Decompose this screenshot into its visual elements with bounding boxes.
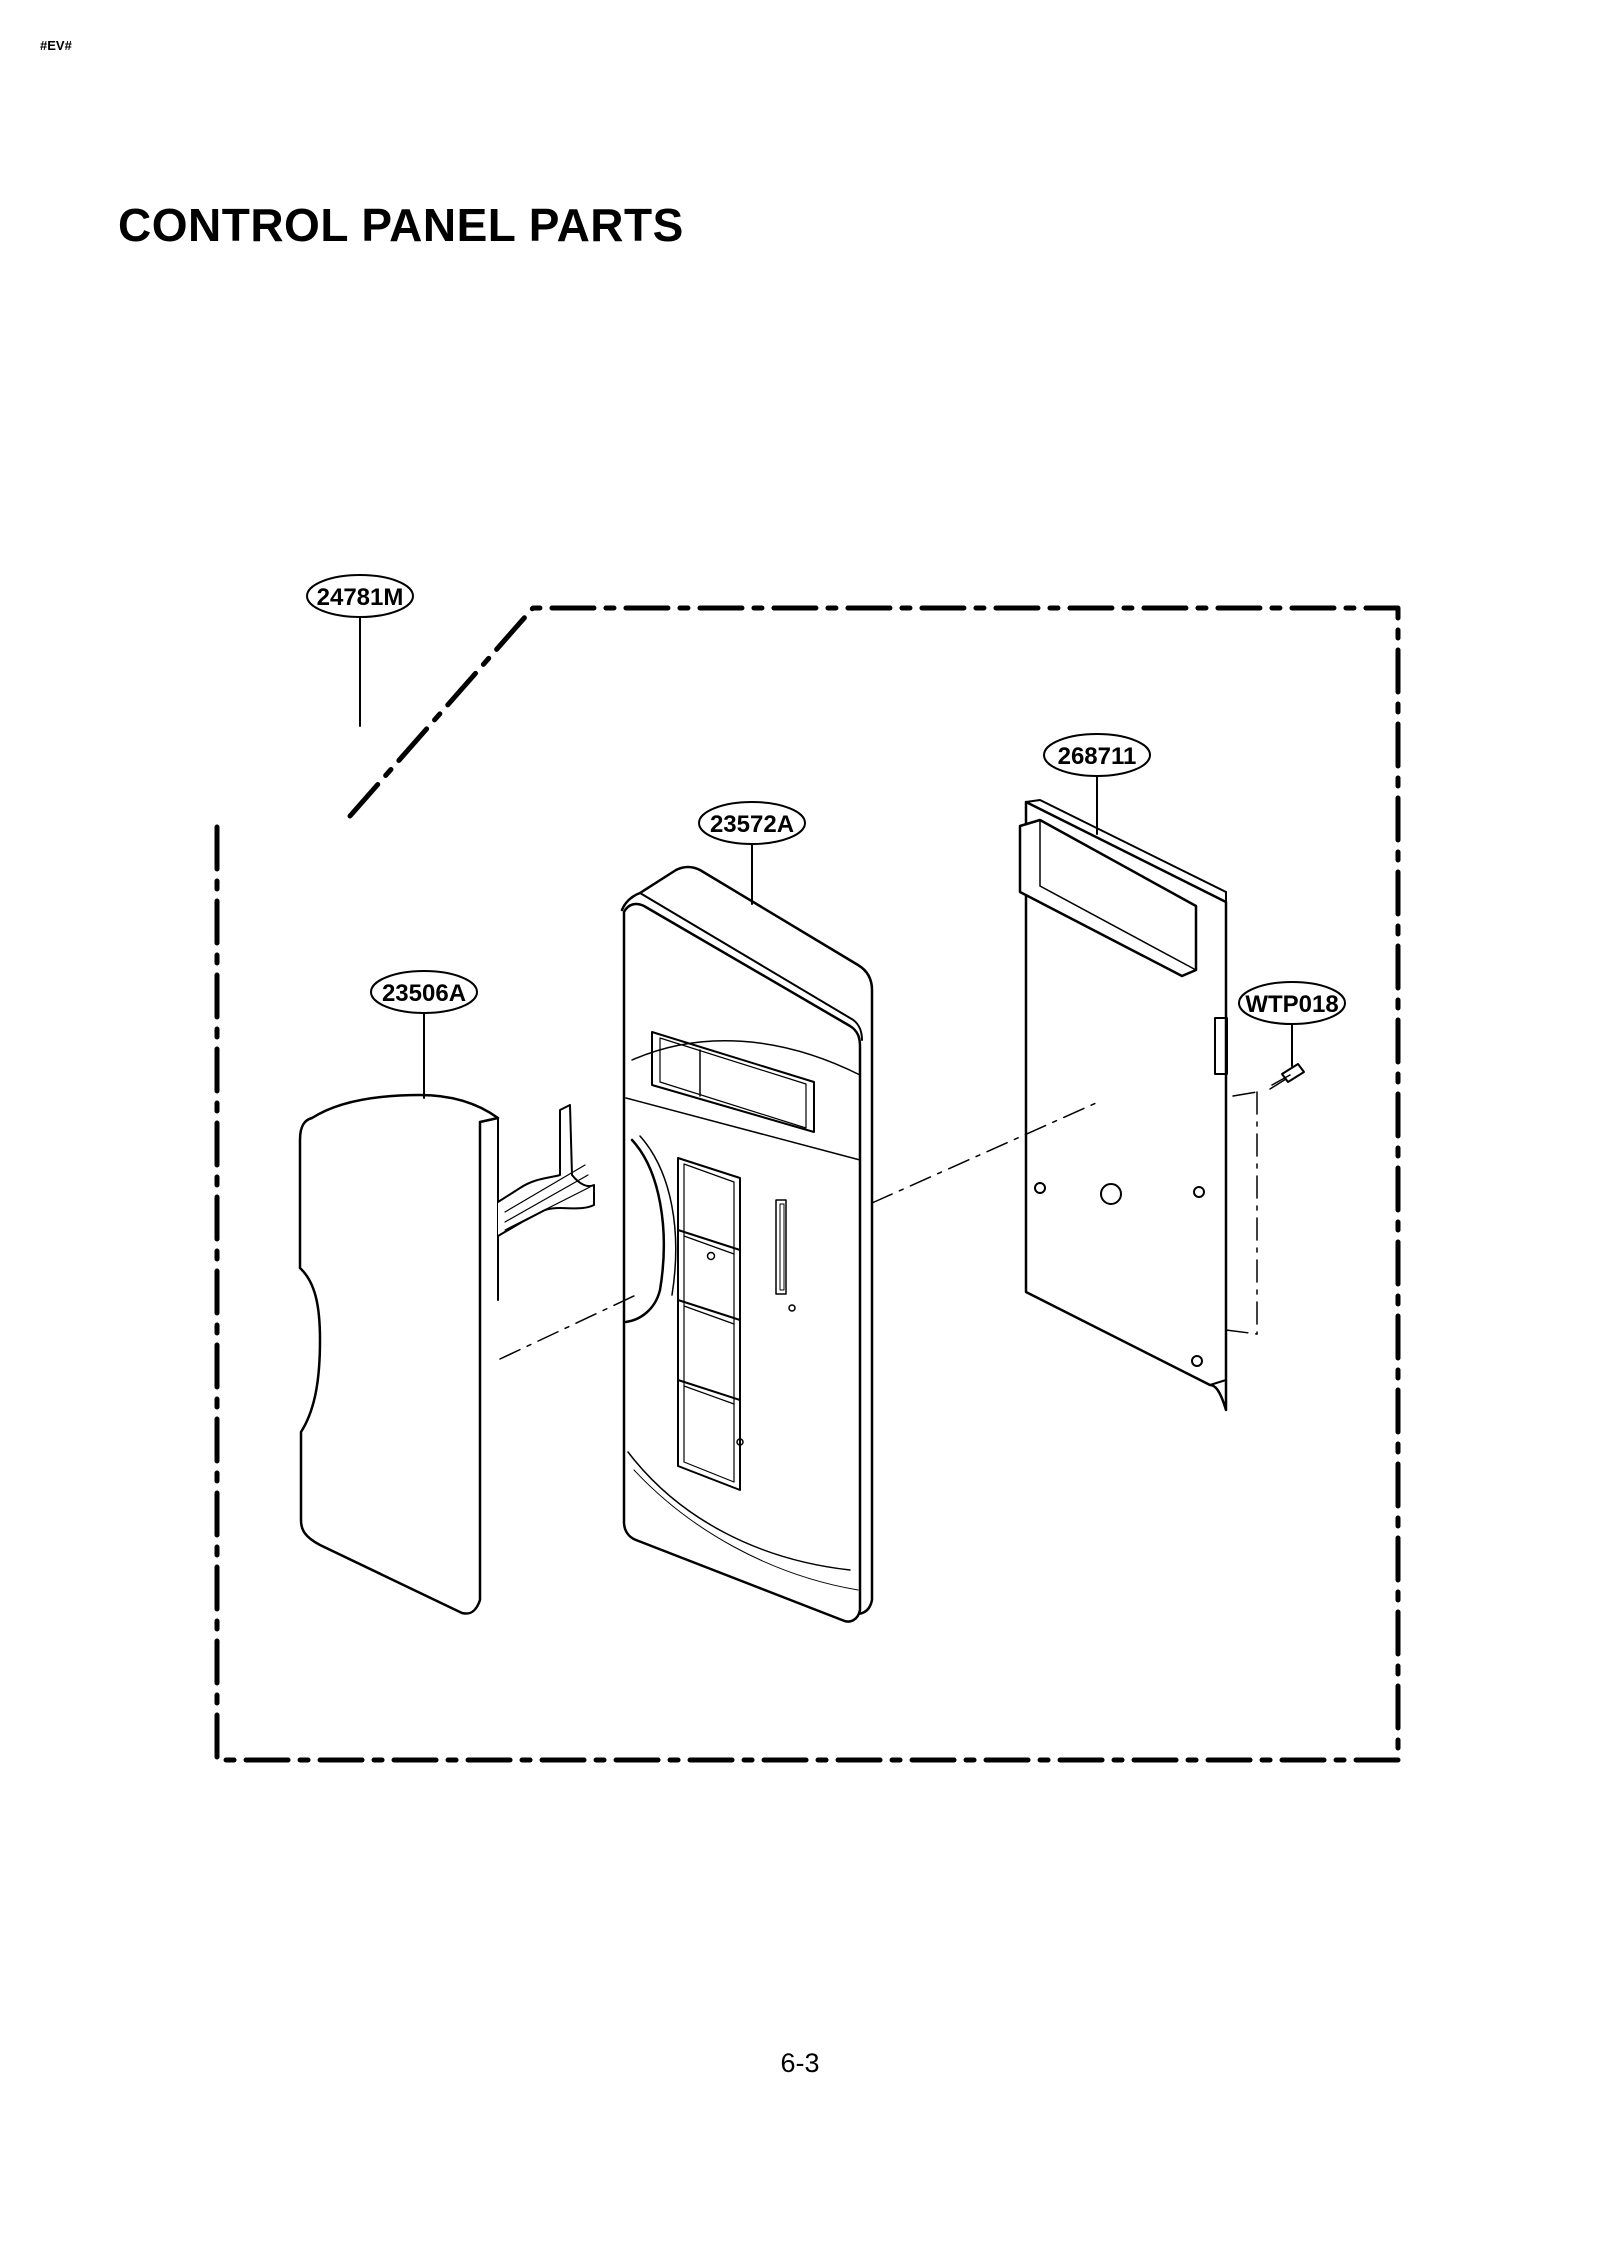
assembly-guide-lines bbox=[499, 1091, 1258, 1360]
document-code: #EV# bbox=[40, 38, 72, 53]
svg-text:24781M: 24781M bbox=[317, 584, 404, 611]
callout-pcb: 268711 bbox=[1043, 733, 1151, 777]
page-title: CONTROL PANEL PARTS bbox=[118, 199, 684, 251]
page-number: 6-3 bbox=[780, 2048, 820, 2078]
callout-screw: WTP018 bbox=[1238, 981, 1346, 1025]
svg-text:WTP018: WTP018 bbox=[1245, 991, 1338, 1018]
svg-text:268711: 268711 bbox=[1058, 743, 1137, 770]
leader-lines bbox=[423, 773, 1293, 1099]
callout-assembly: 24781M bbox=[306, 574, 414, 618]
control-panel-housing bbox=[620, 865, 874, 1623]
assembly-boundary bbox=[214, 605, 1401, 1763]
callout-panel: 23572A bbox=[698, 801, 806, 845]
membrane-switch bbox=[298, 1093, 595, 1615]
svg-text:23506A: 23506A bbox=[382, 980, 466, 1007]
callout-membrane: 23506A bbox=[370, 970, 478, 1014]
pcb-board bbox=[1018, 799, 1228, 1412]
svg-text:23572A: 23572A bbox=[710, 811, 794, 838]
screw bbox=[1269, 1063, 1305, 1090]
